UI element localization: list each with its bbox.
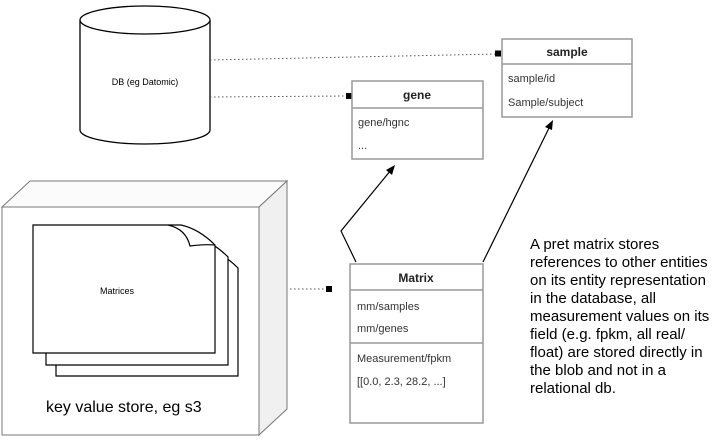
matrix-entity: Matrix mm/samples mm/genes Measurement/f…	[349, 263, 484, 424]
note-line: field (e.g. fpkm, all real/	[530, 326, 686, 343]
gene-title: gene	[403, 88, 431, 102]
matrix-title: Matrix	[398, 271, 434, 285]
matrices-document-stack: Matrices	[32, 224, 239, 377]
note-line: on its entity representation	[530, 272, 706, 289]
db-to-gene-connector	[209, 95, 347, 98]
gene-entity: gene gene/hgnc ...	[351, 80, 484, 160]
note-line: relational db.	[530, 380, 616, 397]
note-line: references to other entities	[530, 254, 708, 271]
sample-anchor-square	[495, 50, 501, 57]
sample-title: sample	[546, 45, 588, 59]
note-line: A pret matrix stores	[530, 236, 660, 253]
gene-attribute: ...	[358, 140, 367, 152]
note-line: in the database, all	[530, 290, 656, 307]
note-line: the blob and not in a	[530, 362, 666, 379]
note-line: float) are stored directly in	[530, 344, 703, 361]
key-value-store-caption: key value store, eg s3	[46, 399, 202, 416]
database-label: DB (eg Datomic)	[112, 77, 179, 87]
db-to-sample-connector	[209, 53, 499, 61]
matrix-to-sample-arrow	[482, 120, 553, 263]
matrix-attribute: mm/genes	[357, 323, 409, 335]
database-cylinder: DB (eg Datomic)	[79, 5, 211, 145]
note-line: measurement values on its	[530, 308, 710, 325]
sample-attribute: sample/id	[508, 73, 555, 85]
gene-attribute: gene/hgnc	[358, 117, 410, 129]
matrices-label: Matrices	[100, 286, 135, 296]
matrix-measurement-values: [[0.0, 2.3, 28.2, ...]	[357, 376, 446, 388]
matrix-anchor-square	[326, 286, 332, 292]
explanation-note: A pret matrix stores references to other…	[530, 236, 726, 398]
sample-attribute: Sample/subject	[508, 97, 583, 109]
matrix-attribute: mm/samples	[357, 301, 420, 313]
matrix-to-gene-arrow	[340, 165, 395, 263]
gene-anchor-square	[346, 93, 352, 99]
sample-entity: sample sample/id Sample/subject	[501, 38, 633, 118]
matrix-measurement: Measurement/fpkm	[357, 353, 451, 365]
